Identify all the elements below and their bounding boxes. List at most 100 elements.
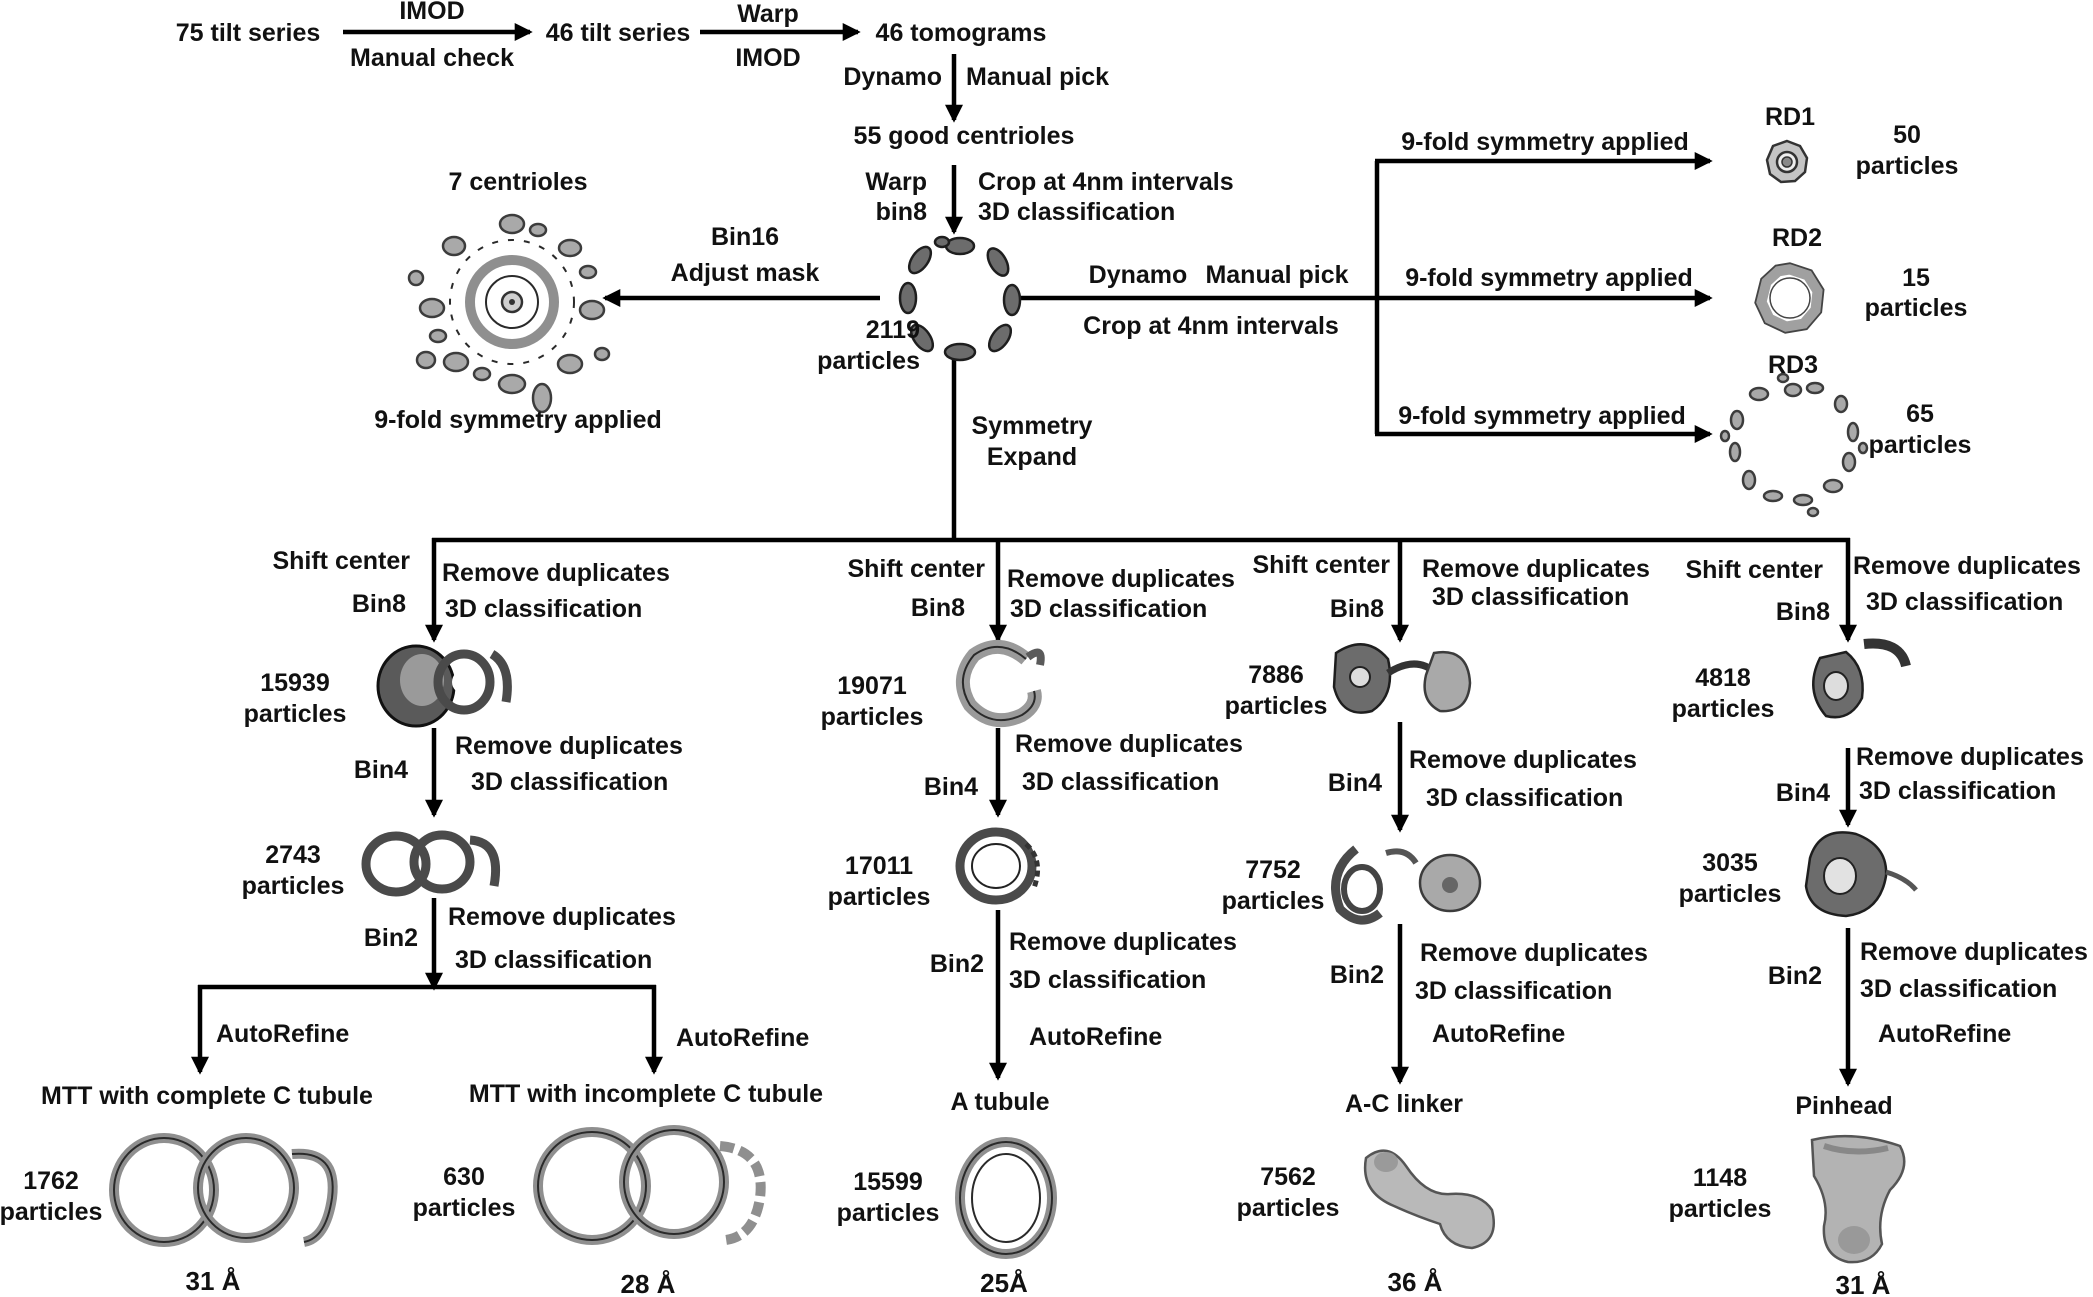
label-classify: 3D classification — [978, 198, 1175, 226]
label-ph-n2: 3035 — [1702, 849, 1758, 877]
label-bin16: Bin16 — [711, 223, 779, 251]
label-rd1: RD1 — [1765, 103, 1815, 131]
density-map-mtt-incomplete — [533, 1125, 766, 1245]
label-atub-bin2: Bin2 — [930, 950, 984, 978]
label-tilt75: 75 tilt series — [176, 19, 321, 47]
label-ph-title: Pinhead — [1795, 1092, 1892, 1120]
label-ph-dup1: Remove duplicates — [1853, 552, 2081, 580]
label-7-centrioles: 7 centrioles — [449, 168, 588, 196]
density-map-rd3 — [1719, 372, 1869, 518]
label-ph-count: 1148 — [1693, 1164, 1747, 1192]
label-mtt-right-title: MTT with incomplete C tubule — [469, 1080, 823, 1108]
label-ac-cls2: 3D classification — [1426, 784, 1623, 812]
label-mtt-n2: 2743 — [265, 841, 321, 869]
label-rd2-count: 15 — [1902, 264, 1930, 292]
label-mtt-right-count: 630 — [443, 1163, 485, 1191]
label-atub-title: A tubule — [950, 1088, 1049, 1116]
label-atub-n2: 17011 — [845, 852, 913, 880]
label-step2-top: Warp — [737, 0, 799, 28]
label-adjust-mask: Adjust mask — [671, 259, 820, 287]
label-mtt-dup3: Remove duplicates — [448, 903, 676, 931]
density-map-mtt-bin4 — [361, 830, 501, 897]
label-atub-resolution: 25Å — [980, 1268, 1028, 1297]
label-mtt-bin2: Bin2 — [364, 924, 418, 952]
label-mtt-right-refine: AutoRefine — [676, 1024, 809, 1052]
label-ac-refine: AutoRefine — [1432, 1020, 1565, 1048]
label-2119-unit: particles — [817, 347, 920, 375]
label-ph-shift: Shift center — [1685, 556, 1823, 584]
density-map-ac-bin8 — [1332, 643, 1472, 714]
label-ac-unit: particles — [1237, 1194, 1340, 1222]
label-rd1-symmetry: 9-fold symmetry applied — [1401, 128, 1689, 156]
label-ac-bin4: Bin4 — [1328, 769, 1382, 797]
label-ac-bin8: Bin8 — [1330, 595, 1384, 623]
label-atub-cls1: 3D classification — [1010, 595, 1207, 623]
label-ac-n2: 7752 — [1245, 856, 1301, 884]
label-atub-count: 15599 — [853, 1168, 923, 1196]
label-rd1-unit: particles — [1856, 152, 1959, 180]
label-mtt-bin4: Bin4 — [354, 756, 408, 784]
label-symmetry: Symmetry — [972, 412, 1093, 440]
label-ph-refine: AutoRefine — [1878, 1020, 2011, 1048]
density-map-mtt-complete — [109, 1133, 338, 1247]
label-mtt-left-title: MTT with complete C tubule — [41, 1082, 373, 1110]
density-map-ac-bin4 — [1331, 845, 1482, 925]
label-rd3-count: 65 — [1906, 400, 1934, 428]
label-mtt-shift: Shift center — [272, 547, 410, 575]
label-rd-pick-right: Manual pick — [1205, 261, 1348, 289]
label-atub-u2: particles — [828, 883, 931, 911]
label-atub-bin4: Bin4 — [924, 773, 978, 801]
density-map-2119-particles — [898, 235, 1022, 362]
density-map-7-centrioles — [407, 213, 611, 414]
label-rd3: RD3 — [1768, 351, 1818, 379]
label-rd3-unit: particles — [1869, 431, 1972, 459]
label-ph-bin2: Bin2 — [1768, 962, 1822, 990]
label-ph-bin8: Bin8 — [1776, 598, 1830, 626]
label-ac-count: 7562 — [1260, 1163, 1316, 1191]
label-rd2-unit: particles — [1865, 294, 1968, 322]
label-ac-u1: particles — [1225, 692, 1328, 720]
label-atub-refine: AutoRefine — [1029, 1023, 1162, 1051]
density-map-rd1 — [1765, 139, 1809, 184]
label-rd1-count: 50 — [1893, 121, 1921, 149]
label-rd-crop: Crop at 4nm intervals — [1083, 312, 1339, 340]
label-mtt-dup1: Remove duplicates — [442, 559, 670, 587]
label-ac-bin2: Bin2 — [1330, 961, 1384, 989]
label-mtt-n1: 15939 — [260, 669, 330, 697]
label-rd2-symmetry: 9-fold symmetry applied — [1405, 264, 1693, 292]
label-atub-cls2: 3D classification — [1022, 768, 1219, 796]
label-mtt-left-refine: AutoRefine — [216, 1020, 349, 1048]
label-ph-unit: particles — [1669, 1195, 1772, 1223]
label-ac-title: A-C linker — [1345, 1090, 1463, 1118]
density-map-ac-final — [1363, 1149, 1495, 1250]
label-mtt-dup2: Remove duplicates — [455, 732, 683, 760]
label-tomo46: 46 tomograms — [876, 19, 1047, 47]
label-ph-n1: 4818 — [1695, 664, 1751, 692]
density-map-atub-bin8 — [956, 640, 1045, 728]
label-ph-dup2: Remove duplicates — [1856, 743, 2084, 771]
label-ac-cls3: 3D classification — [1415, 977, 1612, 1005]
density-map-rd2 — [1754, 262, 1825, 334]
label-atub-dup3: Remove duplicates — [1009, 928, 1237, 956]
label-mtt-left-count: 1762 — [23, 1167, 79, 1195]
label-rd2: RD2 — [1772, 224, 1822, 252]
label-ac-shift: Shift center — [1252, 551, 1390, 579]
label-ac-dup1: Remove duplicates — [1422, 555, 1650, 583]
label-ac-n1: 7886 — [1248, 661, 1304, 689]
label-ph-cls1: 3D classification — [1866, 588, 2063, 616]
label-mtt-right-resolution: 28 Å — [621, 1269, 676, 1297]
label-ph-cls2: 3D classification — [1859, 777, 2056, 805]
label-atub-u1: particles — [821, 703, 924, 731]
label-mtt-cls2: 3D classification — [471, 768, 668, 796]
label-atub-bin8: Bin8 — [911, 594, 965, 622]
label-step1-bottom: Manual check — [350, 44, 514, 72]
label-step1-top: IMOD — [399, 0, 464, 25]
label-atub-dup2: Remove duplicates — [1015, 730, 1243, 758]
label-ph-u1: particles — [1672, 695, 1775, 723]
label-mtt-cls1: 3D classification — [445, 595, 642, 623]
connector-lines — [191, 23, 1857, 1087]
label-ph-bin4: Bin4 — [1776, 779, 1830, 807]
label-good55: 55 good centrioles — [854, 122, 1075, 150]
